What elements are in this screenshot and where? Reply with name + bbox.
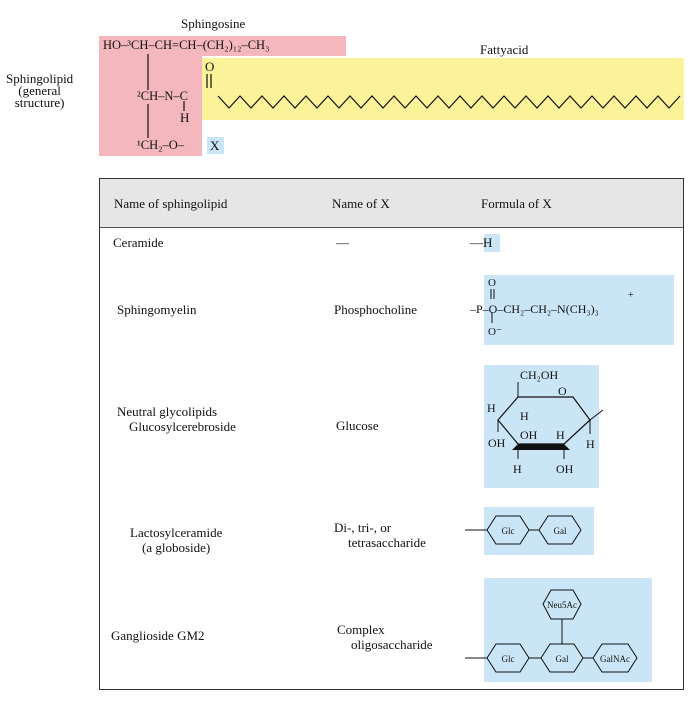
sphingosine-label: Sphingosine [181, 16, 246, 31]
glucose-ring: CH₂OH O H H OH H H OH H OH H [487, 368, 604, 476]
row-x-name: — [336, 235, 349, 250]
phosphate-o-top: O [488, 277, 496, 289]
general-label-line-1: Sphingolipid [6, 71, 74, 86]
glucose-label-extra: H [590, 447, 591, 449]
glucose-label-oh1: OH [520, 428, 538, 442]
header-formula-of-x: Formula of X [481, 196, 552, 211]
row-sphingolipid-name: Sphingomyelin [117, 302, 197, 317]
glucose-label-h5: H [513, 462, 522, 476]
row-formula: —H [470, 235, 493, 250]
sugar-neu5ac-hex [542, 589, 582, 620]
amide-h: H [180, 110, 190, 125]
general-structure-label: Sphingolipid (general structure) [6, 71, 74, 110]
name-line-2: (a globoside) [142, 540, 211, 555]
sugar-galnac-label: GalNAc [600, 654, 630, 664]
formula-highlight [484, 507, 594, 555]
sugar-gal-hex [538, 515, 582, 545]
glucose-label-h4: H [586, 437, 595, 451]
n-plus-charge: + [628, 290, 634, 301]
header-sphingolipid: Name of sphingolipid [114, 196, 228, 211]
sugar-galnac-hex [592, 643, 638, 673]
sugar-glc-label: Glc [502, 654, 515, 664]
row-x-name: Complex oligosaccharide [337, 622, 433, 652]
glucose-label-ch2oh: CH₂OH [520, 368, 559, 382]
glucose-label-h2: H [520, 409, 529, 423]
table-header: Name of sphingolipid Name of X Formula o… [100, 179, 683, 228]
row-sphingolipid-name: Ganglioside GM2 [111, 628, 205, 643]
phosphate-bonds: O O⁻ + [488, 277, 634, 338]
row-sphingolipid-name: Lactosylceramide (a globoside) [130, 525, 222, 555]
sphingolipid-table: Name of sphingolipid Name of X Formula o… [99, 178, 684, 690]
sphingosine-chain: HO–³CH–CH=CH–(CH₂)₁₂–CH₃ [103, 38, 270, 52]
x-name-line-1: Di-, tri-, or [334, 520, 392, 535]
sugar-neu5ac-label: Neu5Ac [547, 600, 577, 610]
glucose-bold-edge [512, 444, 570, 450]
formula-highlight [484, 234, 500, 252]
c1-group: ¹CH₂–O– [137, 138, 184, 152]
x-label: X [210, 138, 220, 153]
row-sphingolipid-name: Ceramide [113, 235, 164, 250]
x-name-line-2: oligosaccharide [351, 637, 433, 652]
row-x-name: Phosphocholine [334, 302, 418, 317]
name-line-2: Glucosylcerebroside [129, 419, 236, 434]
row-x-name: Glucose [336, 418, 379, 433]
sphingosine-backbone-highlight [99, 56, 202, 156]
formula-highlight [484, 578, 652, 682]
phosphate-o-bottom: O⁻ [488, 326, 502, 338]
sugar-gal-label: Gal [554, 526, 567, 536]
general-label-line-2: (general [18, 83, 61, 98]
row-formula: –P–O–CH₂–CH₂–N(CH₃)₃ [470, 302, 599, 316]
x-name-line-1: Complex [337, 622, 385, 637]
row-x-name: Di-, tri-, or tetrasaccharide [334, 520, 426, 550]
oligosaccharide-chain: Glc Gal GalNAc Neu5Ac [465, 589, 638, 673]
name-line-1: Neutral glycolipids [117, 404, 218, 419]
x-name-line-2: tetrasaccharide [348, 535, 426, 550]
general-label-line-3: structure) [14, 95, 65, 110]
fattyacid-highlight [202, 58, 684, 120]
fattyacid-chain [217, 95, 681, 109]
x-highlight [207, 137, 224, 154]
fattyacid-label: Fattyacid [480, 42, 529, 57]
disaccharide-chain: Glc Gal [465, 515, 582, 545]
sugar-glc-label: Glc [502, 526, 515, 536]
name-line-1: Lactosylceramide [130, 525, 223, 540]
header-name-of-x: Name of X [332, 196, 390, 211]
sphingosine-highlight [99, 36, 346, 56]
structure-bonds [147, 54, 681, 138]
glucose-label-h3: H [556, 428, 565, 442]
formula-highlight [484, 275, 674, 345]
sugar-gal-label: Gal [556, 654, 569, 664]
glucose-hexagon [497, 396, 591, 445]
glucose-label-oh3: OH [556, 462, 574, 476]
c2-group: ²CH–N–C [137, 89, 188, 103]
glucose-label-ring-o: O [558, 384, 567, 398]
carbonyl-o: O [205, 59, 215, 74]
glucose-label-oh2: OH [488, 436, 506, 450]
row-sphingolipid-name: Neutral glycolipids Glucosylcerebroside [117, 404, 236, 434]
glucose-label-h1: H [487, 401, 496, 415]
